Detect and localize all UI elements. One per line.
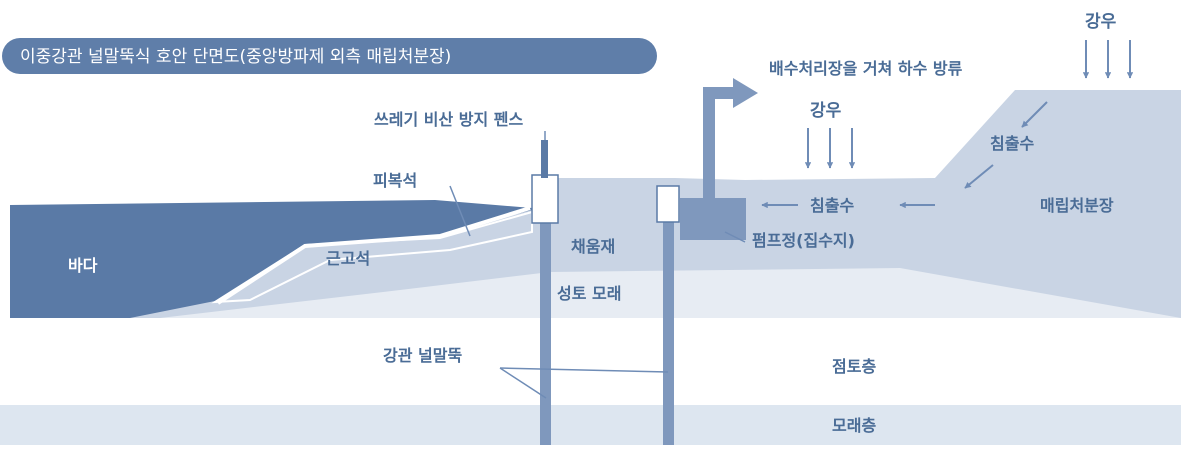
label-leachate-left: 침출수 [810, 196, 854, 215]
label-embankment-sand: 성토 모래 [557, 284, 621, 303]
label-discharge: 배수처리장을 거쳐 하수 방류 [769, 59, 963, 78]
label-clay-layer: 점토층 [832, 357, 876, 376]
cover-stone-line [216, 206, 531, 305]
leader-lines [449, 131, 746, 399]
leachate-arrows [761, 101, 1048, 209]
label-fill-material: 채움재 [571, 237, 615, 256]
pile-cap-left [531, 174, 559, 224]
label-debris-fence: 쓰레기 비산 방지 펜스 [374, 110, 523, 129]
label-cover-stone: 피복석 [373, 171, 417, 190]
landfill-mass [130, 90, 1181, 318]
rain-arrows-top [1082, 40, 1134, 79]
pump-well-box [680, 198, 746, 240]
label-landfill: 매립처분장 [1040, 196, 1114, 215]
title-pill [2, 38, 657, 74]
label-root-stone: 근고석 [326, 249, 370, 268]
pile-cap-right [656, 185, 680, 223]
sand-layer-band [0, 405, 1181, 445]
label-steel-pipe-pile: 강관 널말뚝 [383, 346, 462, 365]
steel-pipe-pile-left [540, 200, 551, 445]
label-sand-layer: 모래층 [832, 416, 876, 435]
discharge-arrow [703, 78, 758, 198]
diagram-title: 이중강관 널말뚝식 호안 단면도(중앙방파제 외측 매립처분장) [20, 47, 451, 67]
clay-layer-band [0, 318, 1181, 405]
debris-fence-post [541, 140, 548, 178]
label-sea: 바다 [68, 256, 98, 275]
label-leachate-right: 침출수 [990, 134, 1034, 153]
label-pump-well: 펌프정(집수지) [752, 231, 855, 250]
rain-label-mid: 강우 [810, 101, 842, 121]
steel-pipe-pile-right [663, 200, 674, 445]
rain-arrows-mid [804, 128, 856, 169]
rain-label-top: 강우 [1085, 12, 1117, 32]
